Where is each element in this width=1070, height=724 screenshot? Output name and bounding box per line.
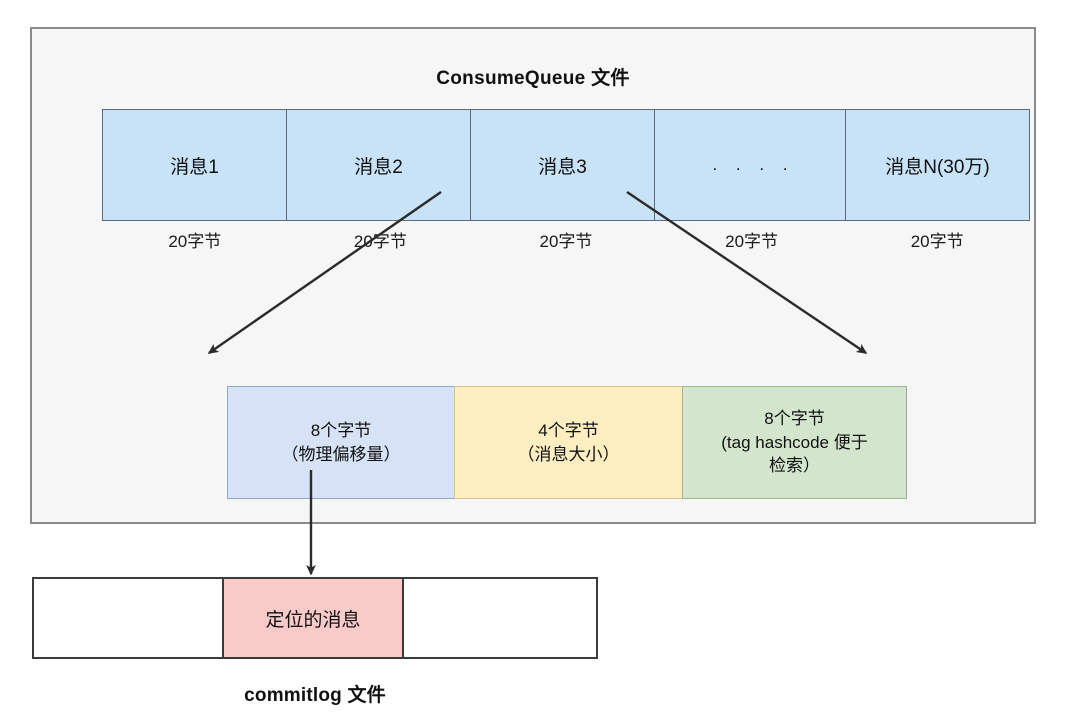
consume-queue-container: ConsumeQueue 文件 消息1 消息2 消息3 . . . . 消息N(… <box>30 27 1036 524</box>
consume-queue-cell-ellipsis: . . . . <box>654 109 845 221</box>
entry-segment-message-size: 4个字节 （消息大小） <box>454 386 682 499</box>
entry-segment-message-size-line2: （消息大小） <box>517 444 620 464</box>
entry-segment-physical-offset: 8个字节 （物理偏移量） <box>227 386 454 499</box>
consume-queue-cell-ellipsis-label: . . . . <box>712 155 795 174</box>
consume-queue-entry-detail: 8个字节 （物理偏移量） 4个字节 （消息大小） 8个字节 (tag hashc… <box>227 386 907 499</box>
commitlog-caption: commitlog 文件 <box>244 685 386 706</box>
commitlog-right-blank <box>402 577 598 659</box>
consume-queue-cell-2: 消息2 <box>286 109 470 221</box>
consume-queue-cell-n: 消息N(30万) <box>845 109 1030 221</box>
commitlog-located-message-label: 定位的消息 <box>265 609 361 631</box>
consume-queue-cell-1: 消息1 <box>102 109 286 221</box>
byte-size-label-2: 20字节 <box>353 232 407 251</box>
commitlog-located-message: 定位的消息 <box>222 577 402 659</box>
byte-size-label-1: 20字节 <box>168 232 222 251</box>
consume-queue-cell-row: 消息1 消息2 消息3 . . . . 消息N(30万) <box>102 109 1030 221</box>
consume-queue-cell-3: 消息3 <box>470 109 654 221</box>
entry-segment-physical-offset-line2: （物理偏移量） <box>281 444 401 464</box>
byte-size-label-4: 20字节 <box>725 232 779 251</box>
entry-segment-tag-hashcode-line1: 8个字节 <box>764 409 825 429</box>
consume-queue-cell-2-label: 消息2 <box>354 156 403 178</box>
byte-size-label-row: 20字节 20字节 20字节 20字节 20字节 <box>102 227 1030 252</box>
entry-segment-message-size-line1: 4个字节 <box>538 421 599 441</box>
entry-segment-physical-offset-line1: 8个字节 <box>310 421 372 441</box>
consume-queue-cell-1-label: 消息1 <box>170 156 219 178</box>
commitlog-row: 定位的消息 <box>32 577 598 659</box>
entry-segment-tag-hashcode: 8个字节 (tag hashcode 便于 检索） <box>682 386 907 499</box>
byte-size-label-3: 20字节 <box>539 232 593 251</box>
entry-segment-tag-hashcode-line3: 检索） <box>769 456 820 476</box>
consume-queue-cell-3-label: 消息3 <box>538 156 587 178</box>
byte-size-label-5: 20字节 <box>910 232 964 251</box>
consume-queue-title: ConsumeQueue 文件 <box>436 68 630 89</box>
entry-segment-tag-hashcode-line2: (tag hashcode 便于 <box>721 432 868 452</box>
consume-queue-cell-n-label: 消息N(30万) <box>885 156 990 178</box>
commitlog-left-blank <box>32 577 222 659</box>
